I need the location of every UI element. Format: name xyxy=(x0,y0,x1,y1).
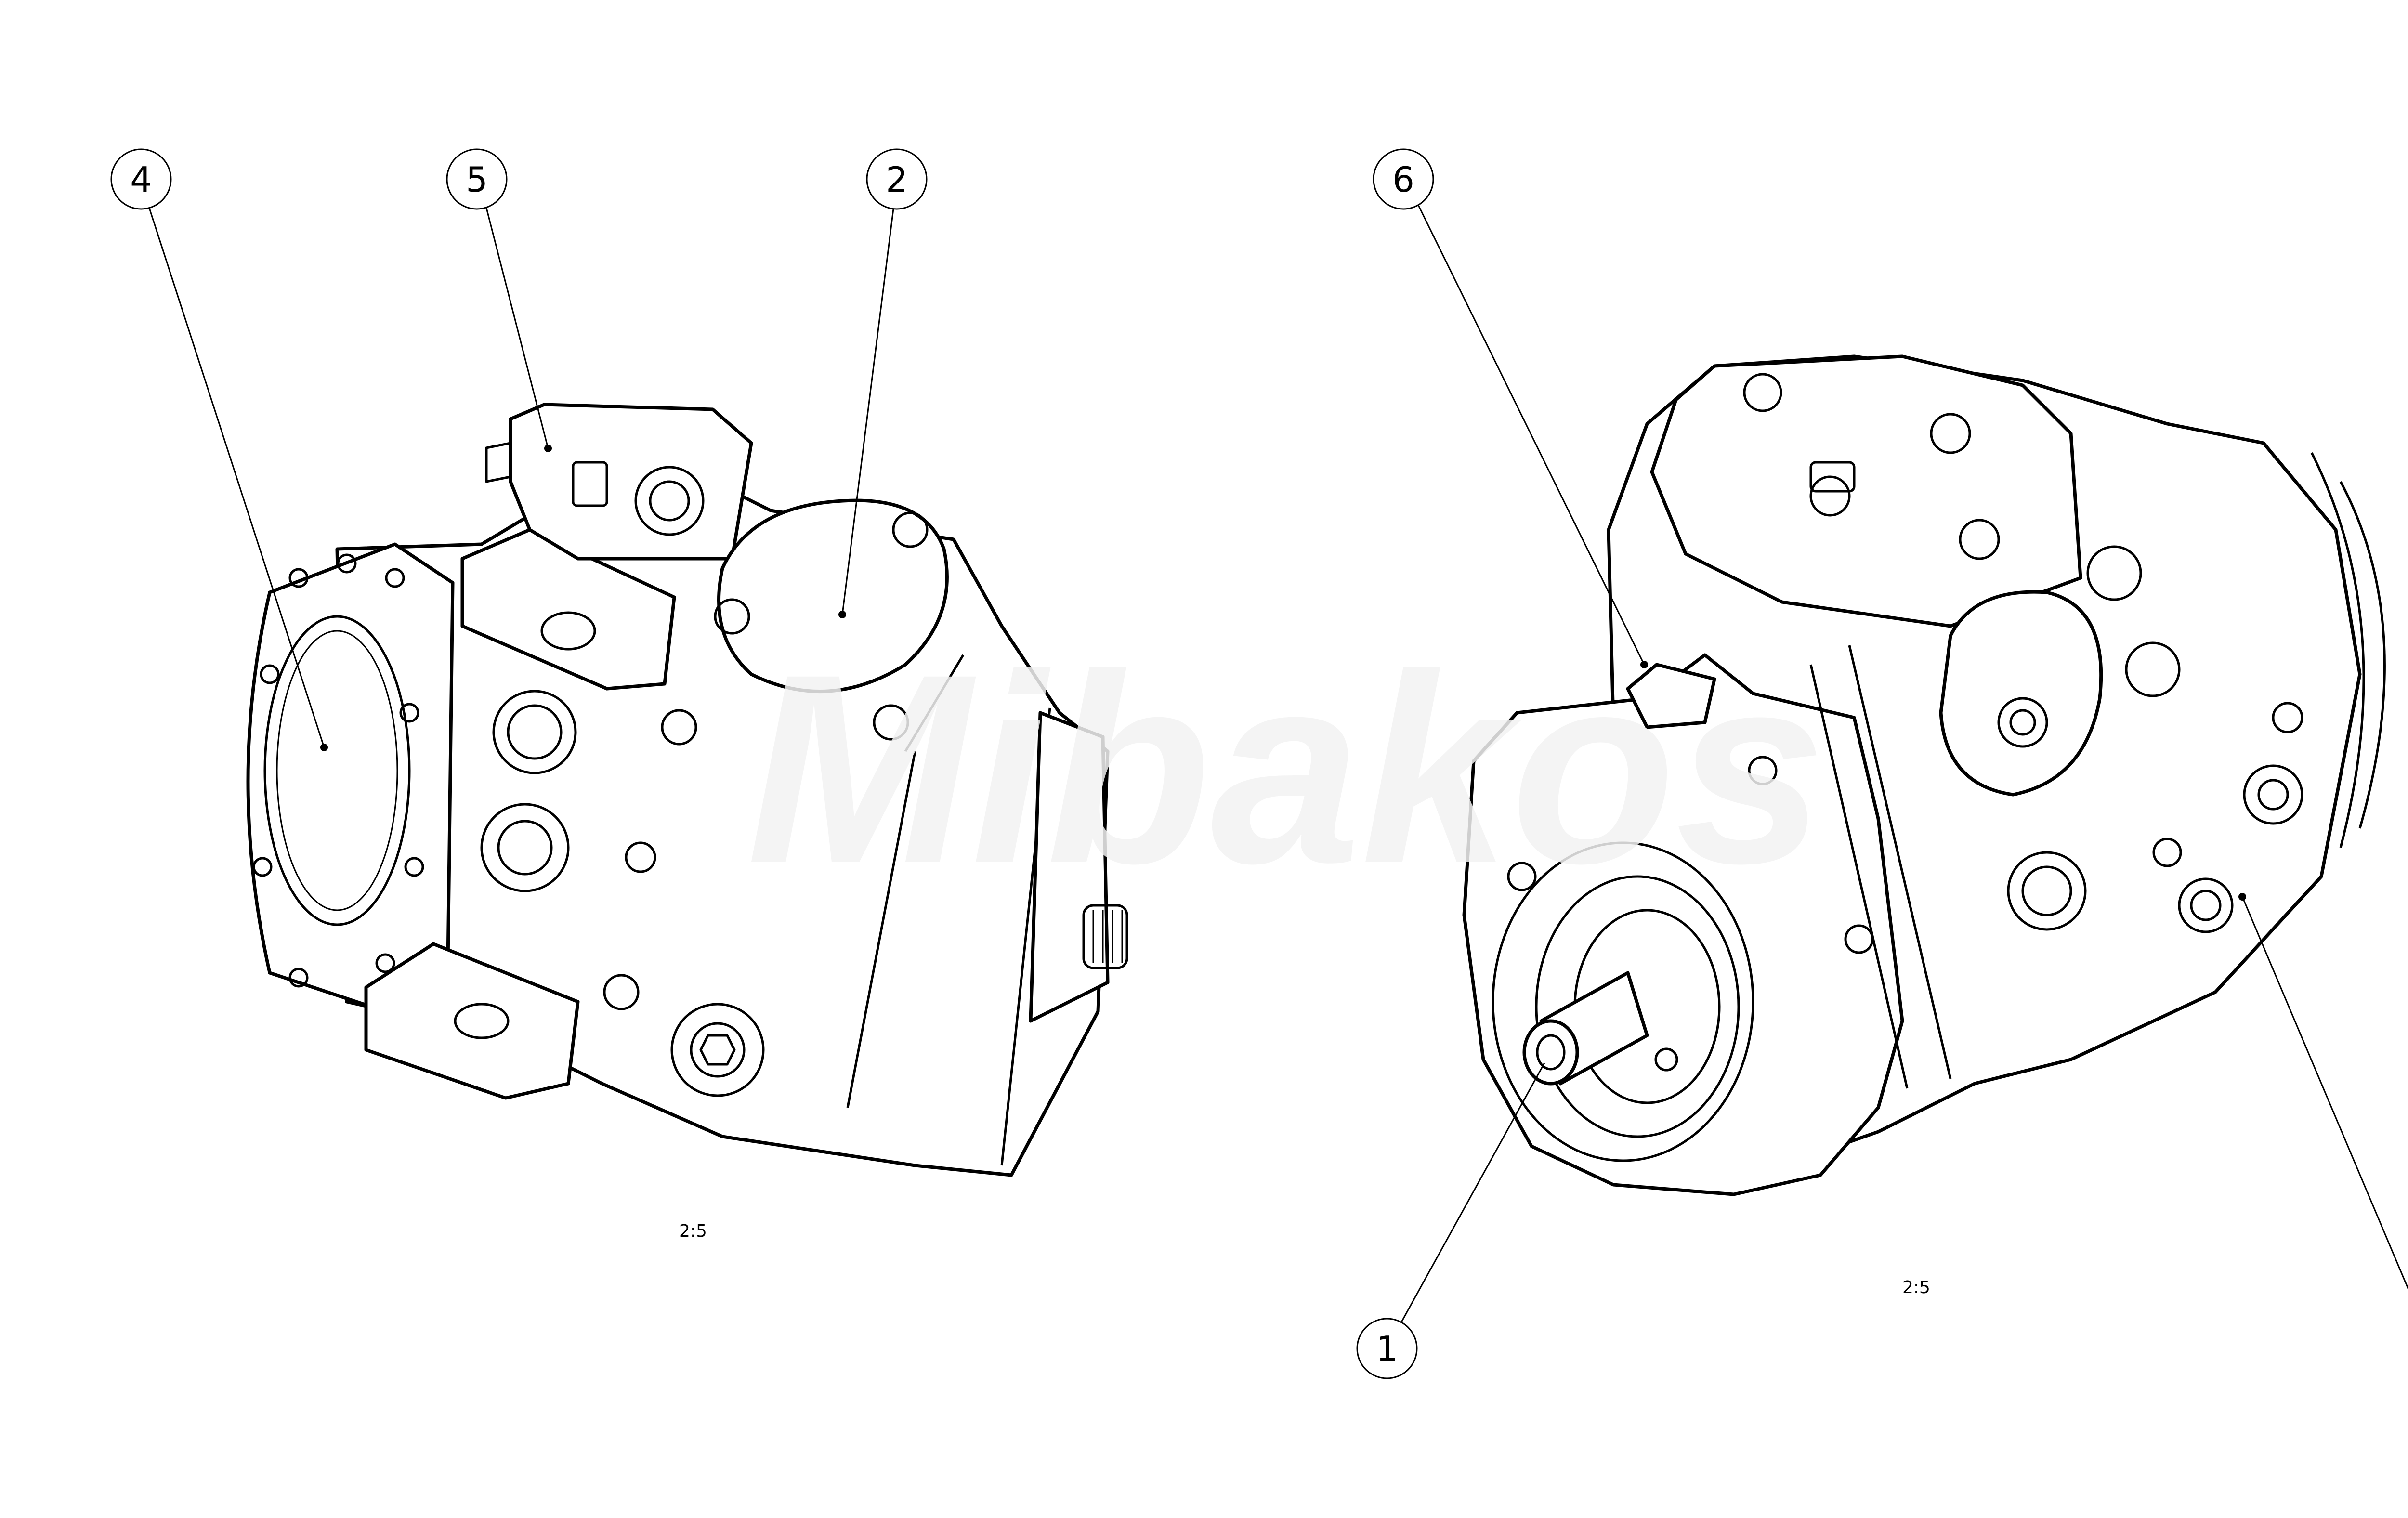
left-pump-view xyxy=(246,403,1128,1177)
leader-line xyxy=(841,209,894,615)
callout-4: 4 xyxy=(110,148,328,751)
callout-2: 2 xyxy=(838,148,928,618)
callout-number: 6 xyxy=(1392,159,1414,200)
leader-dot xyxy=(1640,661,1648,668)
leader-line xyxy=(485,208,549,449)
leader-line xyxy=(1400,1062,1545,1322)
leader-dot xyxy=(544,445,552,452)
leader-dot xyxy=(2238,893,2246,901)
right-pump-view xyxy=(1462,354,2386,1196)
callout-1: 1 xyxy=(1356,1062,1545,1379)
callout-5: 5 xyxy=(446,148,552,452)
leader-line xyxy=(148,208,325,748)
callout-number: 4 xyxy=(130,159,152,200)
cover-bolts xyxy=(252,553,424,988)
leader-dot xyxy=(320,744,328,751)
scale-label-right: 2:5 xyxy=(1902,1278,1930,1297)
callout-circle xyxy=(1356,1318,1418,1379)
callout-number: 2 xyxy=(886,159,908,200)
callout-6: 6 xyxy=(1373,148,1648,668)
scale-label-left: 2:5 xyxy=(679,1221,707,1241)
leader-dot xyxy=(838,611,846,618)
callout-3: 3 xyxy=(2238,893,2408,1291)
callout-number: 5 xyxy=(466,159,488,200)
callout-circle xyxy=(1373,148,1434,210)
leader-line xyxy=(2241,896,2408,1291)
callout-circle xyxy=(110,148,172,210)
callout-circle xyxy=(446,148,508,210)
callout-number: 1 xyxy=(1376,1329,1398,1369)
callout-circle xyxy=(866,148,928,210)
leader-line xyxy=(1417,205,1645,665)
